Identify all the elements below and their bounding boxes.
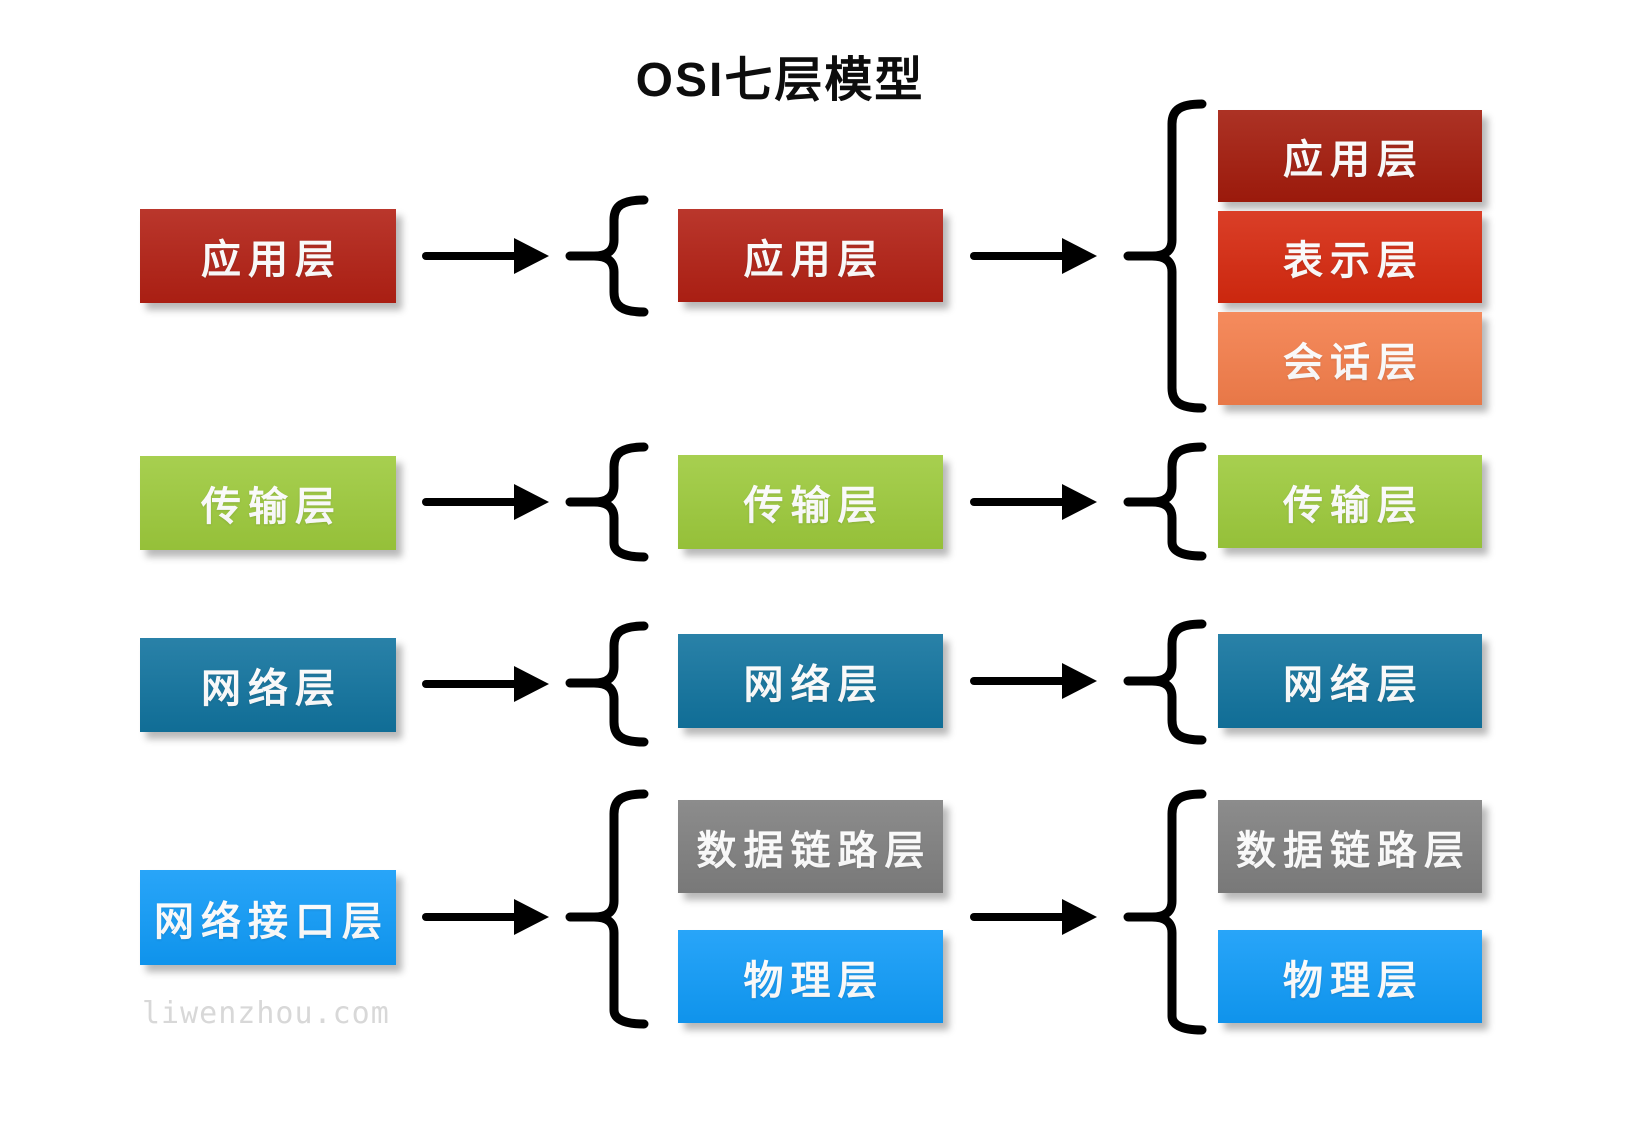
- box-left-network-interface: 网络接口层: [140, 870, 396, 965]
- page-title: OSI七层模型: [635, 54, 925, 107]
- box-left-network-interface-label: 网络接口层: [154, 899, 389, 944]
- arrowhead-left-row2: [514, 484, 549, 520]
- brace-middle-row3: [565, 621, 649, 747]
- box-right-datalink-label: 数据链路层: [1236, 828, 1471, 873]
- box-middle-datalink: 数据链路层: [678, 800, 943, 893]
- brace-right-row2: [1123, 442, 1207, 561]
- box-right-application: 应用层: [1218, 110, 1482, 202]
- brace-right-group-bottom: [1123, 789, 1207, 1035]
- brace-right-row3: [1123, 619, 1207, 745]
- box-left-application-label: 应用层: [201, 238, 342, 282]
- arrowhead-left-row4: [514, 899, 549, 935]
- box-right-transport: 传输层: [1218, 455, 1482, 548]
- box-left-application: 应用层: [140, 209, 396, 303]
- box-right-transport-label: 传输层: [1283, 483, 1424, 528]
- box-right-network-label: 网络层: [1283, 663, 1424, 707]
- box-left-transport: 传输层: [140, 456, 396, 550]
- box-middle-transport-label: 传输层: [743, 484, 885, 528]
- box-middle-physical: 物理层: [678, 930, 943, 1023]
- box-middle-datalink-label: 数据链路层: [696, 828, 932, 873]
- box-middle-physical-label: 物理层: [743, 958, 885, 1003]
- arrowhead-middle-row1: [1062, 238, 1097, 274]
- brace-right-group-top: [1123, 99, 1207, 413]
- box-left-network-label: 网络层: [201, 667, 342, 711]
- box-right-presentation-label: 表示层: [1283, 239, 1424, 283]
- box-right-session-label: 会话层: [1283, 340, 1424, 385]
- arrowhead-left-row1: [514, 238, 549, 274]
- watermark: liwenzhou.com: [142, 996, 390, 1031]
- arrowhead-middle-row2: [1062, 484, 1097, 520]
- box-middle-application-label: 应用层: [743, 237, 885, 282]
- box-right-network: 网络层: [1218, 634, 1482, 728]
- box-right-presentation: 表示层: [1218, 211, 1482, 303]
- box-right-datalink: 数据链路层: [1218, 800, 1482, 893]
- brace-middle-group-bottom: [565, 789, 649, 1029]
- arrowhead-left-row3: [514, 666, 549, 702]
- box-right-physical: 物理层: [1218, 930, 1482, 1023]
- brace-middle-row2: [565, 442, 649, 562]
- brace-middle-row1: [565, 195, 649, 317]
- arrowhead-middle-row3: [1062, 663, 1097, 699]
- box-middle-network: 网络层: [678, 634, 943, 728]
- box-middle-network-label: 网络层: [743, 663, 885, 707]
- box-middle-transport: 传输层: [678, 455, 943, 549]
- box-right-session: 会话层: [1218, 312, 1482, 405]
- box-left-network: 网络层: [140, 638, 396, 732]
- box-right-application-label: 应用层: [1283, 138, 1424, 182]
- box-left-transport-label: 传输层: [201, 485, 342, 529]
- box-right-physical-label: 物理层: [1283, 958, 1424, 1003]
- arrowhead-middle-row4: [1062, 899, 1097, 935]
- box-middle-application: 应用层: [678, 209, 943, 302]
